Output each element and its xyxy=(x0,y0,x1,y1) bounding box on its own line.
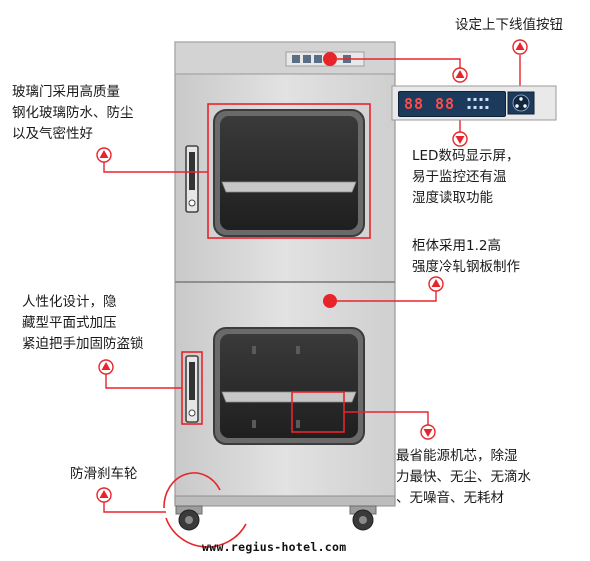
callout-handle-line: 藏型平面式加压 xyxy=(22,315,117,331)
callout-led-line: 易于监控还有温 xyxy=(412,169,507,185)
callout-handle-line: 紧迫把手加固防盗锁 xyxy=(22,336,144,352)
right-wheel xyxy=(349,505,377,531)
arrow-badge-wheel xyxy=(96,487,112,503)
wheel-highlight-ring xyxy=(165,517,247,548)
glass-highlight-box xyxy=(207,103,371,239)
lower-module-bracket xyxy=(252,420,256,428)
callout-buttons-text: 设定上下线值按钮 xyxy=(455,17,563,33)
arrow-badge-buttons xyxy=(512,39,528,55)
down-button[interactable] xyxy=(515,104,519,108)
callout-core-line: 最省能源机芯，除湿 xyxy=(396,448,518,464)
up-button[interactable] xyxy=(523,104,527,108)
callout-body: 柜体采用1.2高 强度冷轧钢板制作 xyxy=(412,236,520,278)
callout-body-line: 强度冷轧钢板制作 xyxy=(412,259,520,275)
callout-core-line: 力最快、无尘、无滴水 xyxy=(396,469,531,485)
arrow-badge-led xyxy=(452,131,468,147)
lower-shelf xyxy=(221,391,357,403)
wheel-highlight-ring xyxy=(163,472,221,509)
callout-core-line: 、无噪音、无耗材 xyxy=(396,490,504,506)
temperature-readout: 88 xyxy=(435,95,456,113)
callout-handle-line: 人性化设计，隐 xyxy=(22,294,117,310)
arrow-badge-core xyxy=(420,424,436,440)
lower-handle-grip xyxy=(189,362,195,400)
callout-body-line: 柜体采用1.2高 xyxy=(412,238,501,254)
led-indicator-row: ▪ ▪ ▪ ▪ xyxy=(467,104,489,111)
arrow-badge-body xyxy=(428,276,444,292)
callout-wheel: 防滑刹车轮 xyxy=(70,464,138,485)
callout-glass-line: 玻璃门采用高质量 xyxy=(12,84,120,100)
cabinet-panel-digit xyxy=(314,55,322,63)
left-wheel xyxy=(175,505,203,531)
cabinet-panel-digit xyxy=(292,55,300,63)
callout-led: LED数码显示屏， 易于监控还有温 湿度读取功能 xyxy=(412,146,519,209)
led-indicator-row: ▪ ▪ ▪ ▪ xyxy=(467,96,489,103)
lower-module-bracket xyxy=(296,346,300,354)
set-button[interactable] xyxy=(519,97,523,101)
body-marker-dot xyxy=(323,294,337,308)
panel-marker-dot xyxy=(323,52,337,66)
arrow-badge-glass xyxy=(96,147,112,163)
upper-handle-lock xyxy=(188,199,196,207)
callout-core: 最省能源机芯，除湿 力最快、无尘、无滴水 、无噪音、无耗材 xyxy=(396,446,531,509)
callout-glass: 玻璃门采用高质量 钢化玻璃防水、防尘 以及气密性好 xyxy=(12,82,134,145)
led-display-panel: 88 88 ▪ ▪ ▪ ▪ ▪ ▪ ▪ ▪ xyxy=(398,91,506,117)
callout-wheel-text: 防滑刹车轮 xyxy=(70,466,138,482)
callout-handle: 人性化设计，隐 藏型平面式加压 紧迫把手加固防盗锁 xyxy=(22,292,144,355)
lower-handle-lock xyxy=(188,409,196,417)
callout-glass-line: 以及气密性好 xyxy=(12,126,93,142)
callout-glass-line: 钢化玻璃防水、防尘 xyxy=(12,105,134,121)
watermark-url: www.regius-hotel.com xyxy=(202,540,347,554)
upper-door-glass xyxy=(220,116,358,230)
callout-led-line: 湿度读取功能 xyxy=(412,190,493,206)
arrow-badge-panel xyxy=(452,67,468,83)
lower-module-bracket xyxy=(252,346,256,354)
upper-handle-grip xyxy=(189,152,195,190)
upper-shelf xyxy=(221,181,357,193)
callout-led-line: LED数码显示屏， xyxy=(412,148,520,164)
lower-module-bracket xyxy=(296,420,300,428)
cabinet-panel-digit xyxy=(303,55,311,63)
arrow-badge-handle xyxy=(98,359,114,375)
callout-buttons: 设定上下线值按钮 xyxy=(455,15,563,36)
cabinet-base xyxy=(174,495,396,507)
humidity-readout: 88 xyxy=(404,95,425,113)
lower-door-glass xyxy=(220,334,358,438)
